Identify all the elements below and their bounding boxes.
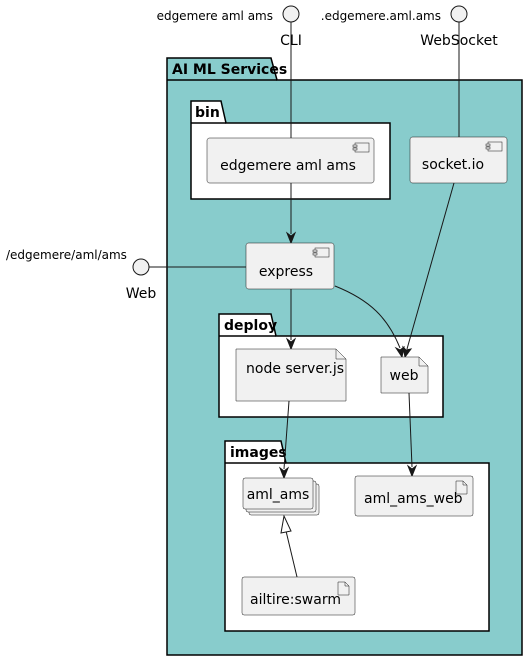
document-icon — [335, 349, 346, 360]
interface-web-name: Web — [126, 286, 157, 302]
arrowhead-icon — [285, 231, 297, 245]
package-title-deploy: deploy — [224, 318, 277, 334]
artifact-node-server-label: node server.js — [246, 361, 344, 377]
component-icon — [312, 247, 330, 258]
arrowhead-icon — [278, 466, 290, 480]
artifact-icon — [455, 480, 468, 495]
interface-cli-label: edgemere aml ams — [157, 9, 273, 23]
edge-swarm-to-amlams — [285, 530, 298, 578]
artifact-web[interactable]: web — [380, 356, 429, 394]
component-socketio-label: socket.io — [422, 157, 484, 173]
component-icon — [485, 141, 503, 152]
component-socketio[interactable]: socket.io — [409, 136, 508, 184]
component-express[interactable]: express — [245, 242, 335, 290]
component-icon — [352, 142, 370, 153]
inheritance-arrow-icon — [280, 514, 292, 534]
artifact-ailtire-swarm-label: ailtire:swarm — [250, 592, 341, 608]
artifact-web-label: web — [390, 368, 419, 384]
edge-express-to-web — [334, 285, 401, 349]
package-title-bin: bin — [195, 105, 220, 121]
interface-web-label: /edgemere/aml/ams — [6, 248, 127, 262]
interface-circle-icon — [132, 258, 150, 276]
arrowhead-icon — [406, 464, 418, 478]
artifact-aml-ams-web-label: aml_ams_web — [364, 491, 463, 507]
component-edgemere-cli-label: edgemere aml ams — [220, 158, 356, 174]
package-title-ai-ml-services: AI ML Services — [172, 62, 287, 78]
interface-websocket-label: .edgemere.aml.ams — [321, 9, 441, 23]
edge-nodeserver-to-amlams — [283, 400, 290, 470]
interface-circle-icon — [282, 5, 300, 23]
interface-circle-icon — [450, 5, 468, 23]
artifact-ailtire-swarm[interactable]: ailtire:swarm — [241, 576, 356, 616]
interface-websocket: .edgemere.aml.ams WebSocket — [321, 5, 498, 49]
arrowhead-icon — [285, 337, 297, 351]
edges — [149, 22, 460, 578]
arrowhead-icon — [402, 345, 413, 359]
edge-web-to-amlamsweb — [408, 392, 413, 468]
interface-web: /edgemere/aml/ams Web — [6, 248, 156, 302]
component-edgemere-cli[interactable]: edgemere aml ams — [206, 137, 375, 184]
artifact-icon — [337, 581, 350, 596]
artifact-aml-ams[interactable]: aml_ams — [242, 477, 320, 516]
arrowhead-icon — [394, 345, 405, 359]
document-icon — [418, 357, 428, 367]
component-express-label: express — [259, 264, 313, 280]
interface-cli: edgemere aml ams CLI — [157, 5, 302, 49]
edge-socketio-to-web — [406, 182, 455, 350]
artifact-aml-ams-label: aml_ams — [247, 487, 310, 503]
artifact-aml-ams-web[interactable]: aml_ams_web — [354, 475, 474, 517]
package-title-images: images — [230, 445, 287, 461]
artifact-node-server[interactable]: node server.js — [235, 348, 347, 402]
